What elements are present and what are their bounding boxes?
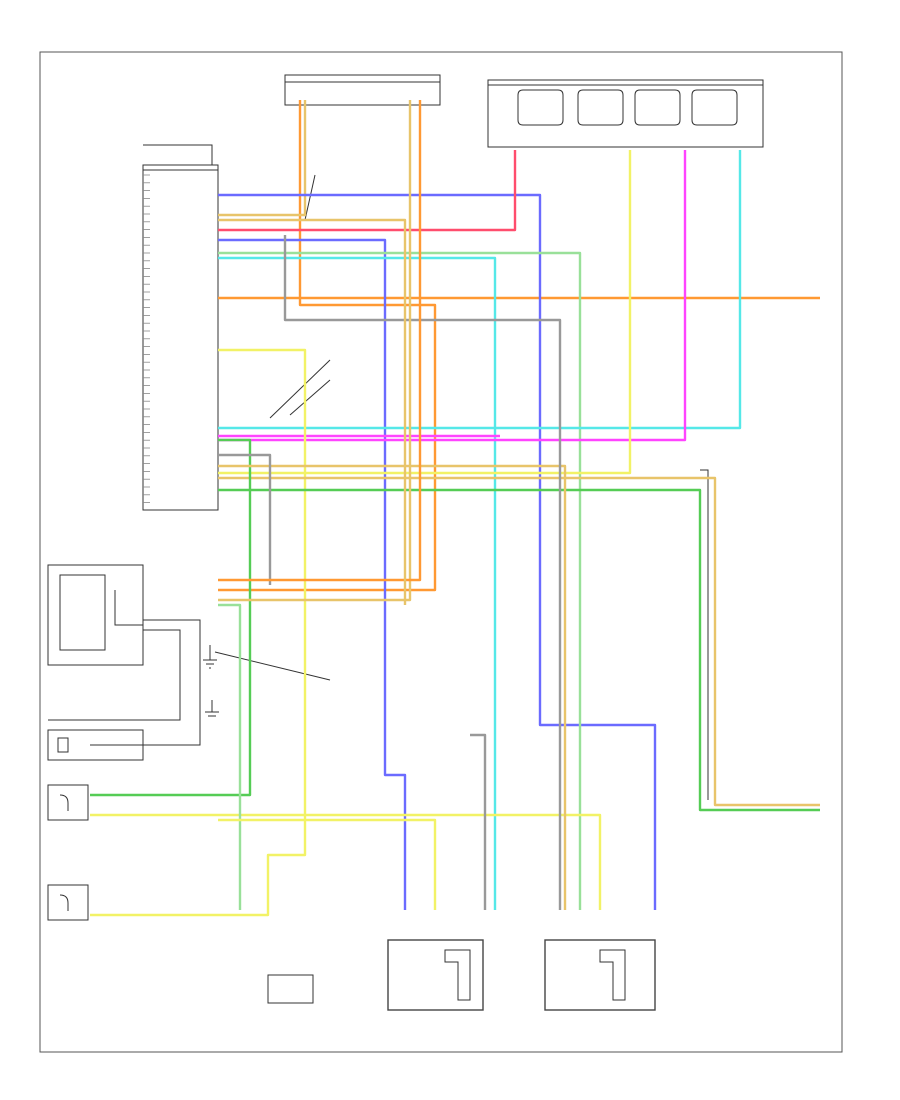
green-top-wire	[218, 251, 582, 910]
yellow-bottom	[218, 818, 437, 910]
right-lead-bracket	[700, 469, 709, 800]
left-actuator-symbol	[444, 949, 471, 1001]
blower-control-module	[47, 564, 144, 666]
cyan-right-wire	[218, 150, 742, 430]
blower-control-inner	[59, 574, 106, 651]
right-actuator-box	[544, 939, 656, 1011]
control-module-feed	[143, 144, 213, 165]
blower-ground-loop-2	[90, 619, 201, 746]
orange-feed-2	[218, 100, 422, 582]
sensor-1-symbol	[59, 794, 69, 811]
sensor-2-symbol	[59, 894, 69, 911]
ground-symbols	[203, 645, 219, 717]
blower-motor-box	[47, 729, 144, 761]
control-module-box	[142, 164, 219, 511]
pink-actuator-wire	[218, 150, 517, 232]
blower-control-lead	[114, 590, 143, 626]
orange-right-drop	[218, 100, 437, 592]
magenta-wire	[218, 150, 687, 442]
sensor-1-box	[47, 784, 89, 821]
green-sensor-wire	[90, 438, 252, 797]
lightgreen-left	[218, 603, 242, 910]
gray-vertical	[283, 235, 562, 910]
tan-feed-wire	[218, 100, 307, 217]
blower-motor-symbol	[57, 737, 69, 753]
actuator-group-box	[487, 79, 764, 148]
tan-upper	[218, 218, 407, 605]
sensor-2-box	[47, 884, 89, 921]
tan-right-wire	[218, 476, 820, 807]
right-actuator-symbol	[599, 949, 626, 1001]
actuator-shapes	[517, 89, 738, 126]
blower-ground-loop	[48, 629, 181, 721]
blue-actuator-wire	[218, 193, 657, 910]
tan-left-actuator	[218, 100, 412, 602]
gray-right	[470, 733, 487, 910]
green-right-wire	[218, 488, 820, 812]
wire-group	[90, 100, 820, 917]
yellow-feed	[218, 150, 632, 475]
tan-mid-wire	[218, 464, 567, 910]
module-pin-marks	[143, 174, 150, 504]
left-actuator-box	[387, 939, 484, 1011]
yellow-sensor-wire	[90, 348, 307, 917]
callout-lines	[214, 174, 331, 681]
gray-center-wire	[218, 453, 272, 585]
fuse-block	[284, 74, 441, 106]
yellow-low-wire	[90, 813, 602, 910]
diagram-border	[39, 51, 843, 1053]
bottom-sensor-connector	[267, 974, 314, 1004]
blue-down-wire	[218, 238, 407, 910]
cyan-wire	[218, 256, 497, 910]
